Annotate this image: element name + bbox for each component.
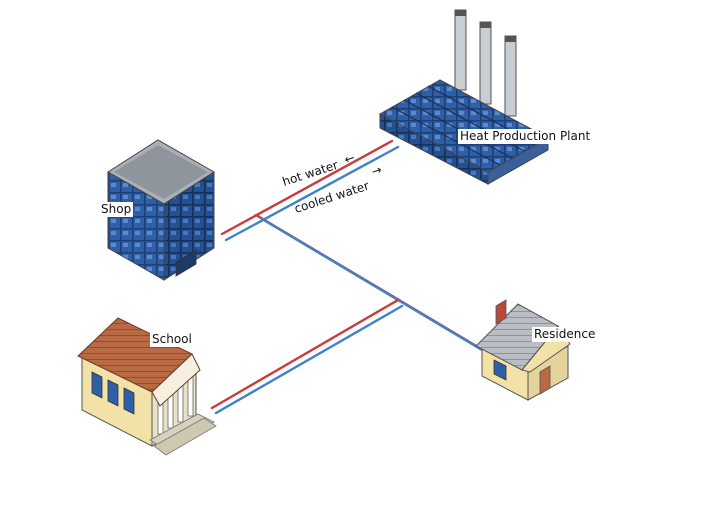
pipe-network	[210, 139, 484, 415]
cooled-pipe-branch	[260, 217, 484, 352]
cooled-water-arrow: →	[370, 162, 384, 178]
residence-building	[475, 299, 571, 401]
shop-building	[107, 139, 215, 281]
cooled-pipe-trunk	[224, 145, 400, 242]
school-building	[77, 317, 217, 456]
school-label: School	[150, 332, 194, 347]
residence-window	[493, 359, 507, 381]
hot-pipe-trunk	[220, 139, 394, 236]
school-windows	[91, 371, 135, 415]
hot-water-arrow: ←	[343, 150, 357, 166]
residence-chimney	[495, 299, 507, 325]
plant-label: Heat Production Plant	[458, 129, 593, 144]
hot-pipe-school	[210, 298, 400, 410]
shop-label: Shop	[99, 202, 134, 217]
residence-label: Residence	[532, 327, 598, 342]
heat-production-plant	[378, 9, 550, 185]
cooled-pipe-school	[214, 304, 404, 415]
